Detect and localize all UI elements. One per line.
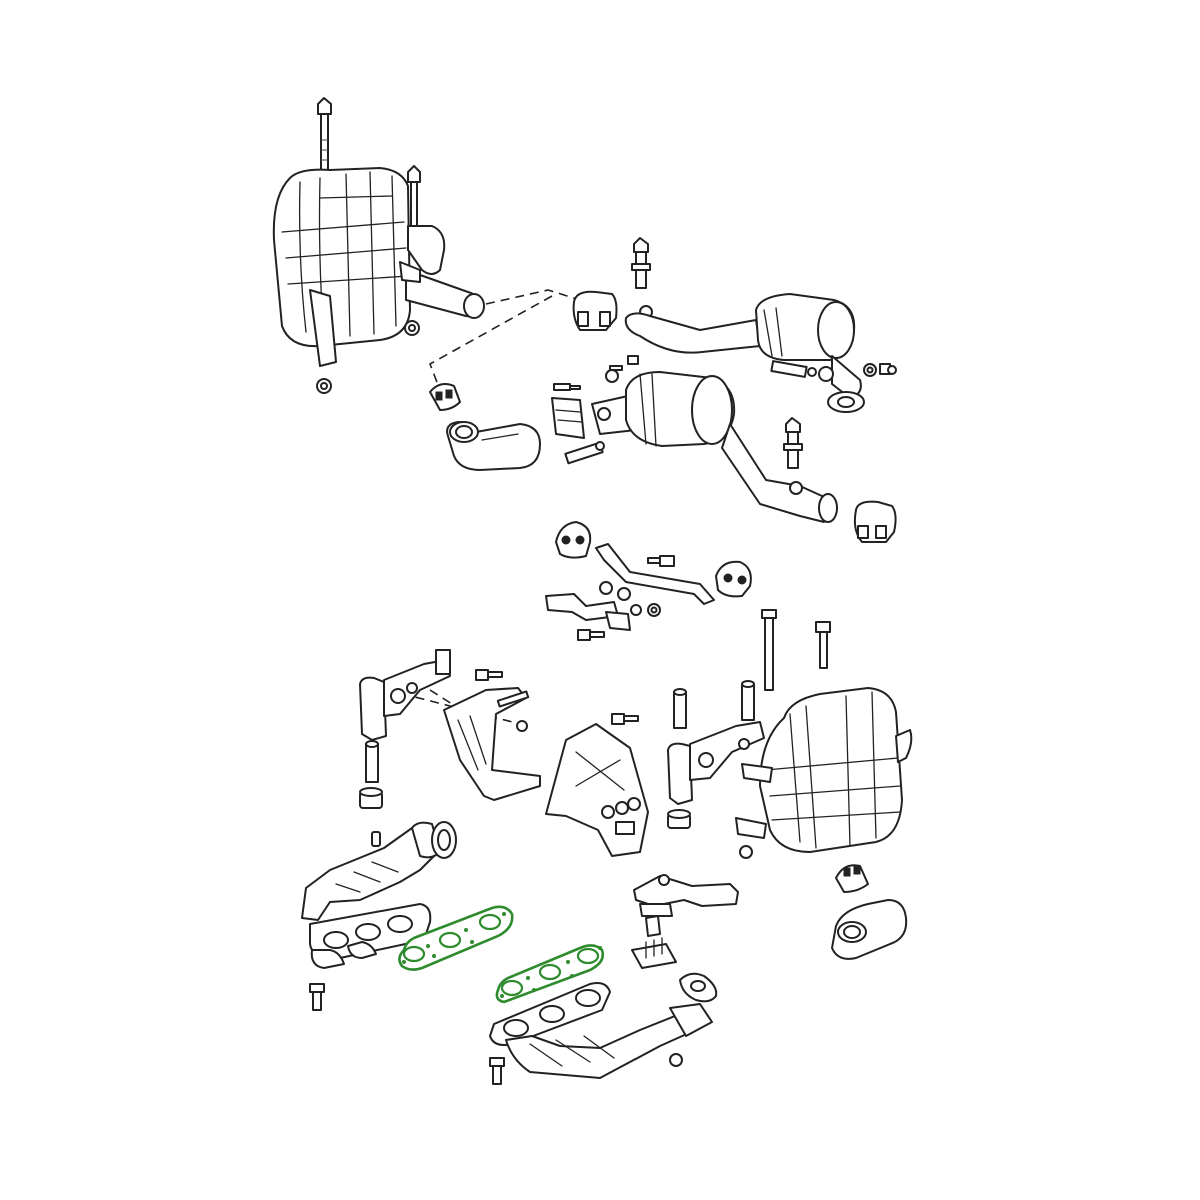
oxygen-sensor-2 (564, 441, 605, 465)
rear-muffler-left (272, 97, 485, 394)
muffler-hanger-right (667, 680, 765, 829)
converter-stud-2 (783, 417, 803, 469)
muffler-nut (404, 320, 420, 336)
rubber-hanger-right (715, 560, 752, 598)
sensor-connector (631, 915, 677, 969)
cross-member-bolt (647, 555, 675, 567)
manifold-stud (371, 831, 381, 847)
hanger-bushing-nut-2 (667, 809, 691, 829)
catalytic-converter-left (551, 355, 897, 543)
support-frame-left (443, 687, 541, 801)
manifold-bolt-2 (489, 1057, 505, 1085)
cross-member-nuts (599, 581, 661, 617)
manifold-flange (679, 972, 718, 1003)
converter-flange (827, 391, 865, 413)
muffler-nut-2 (316, 378, 332, 394)
muffler-mount-stud-2 (407, 165, 421, 235)
pipe-clamp-2 (853, 500, 897, 543)
rear-muffler-right (735, 609, 913, 859)
pipe-clamp (572, 290, 618, 331)
catalytic-converter-right (572, 237, 897, 413)
pipe-clamp-left (429, 383, 461, 411)
hanger-bushing (365, 740, 379, 783)
cross-member-bolt-2 (577, 629, 605, 641)
cross-member-bracket (545, 521, 752, 641)
exhaust-manifold-right (489, 972, 718, 1085)
muffler-long-bolt (761, 609, 777, 691)
tailpipe-adapter-left (446, 421, 541, 471)
manifold-bolt (309, 983, 325, 1011)
muffler-short-bolt (815, 621, 831, 669)
exhaust-manifold-left (301, 821, 457, 1011)
hanger-bushing-nut (359, 787, 383, 809)
washer-nut-set (818, 363, 897, 382)
hanger-bolt (475, 669, 503, 681)
muffler-hanger-left (359, 649, 503, 809)
manifold-flange-gasket (431, 821, 457, 859)
assembly-dashed-lines (371, 289, 581, 727)
converter-bolts (553, 355, 639, 391)
frame-bolt (611, 713, 639, 725)
pipe-clamp-right (835, 864, 869, 893)
heat-shield-bracket (633, 874, 739, 917)
converter-mount-bracket (551, 397, 585, 439)
oxygen-sensor (770, 360, 817, 378)
tailpipe-adapter-right (831, 899, 908, 960)
rubber-hanger-left (555, 521, 592, 559)
support-frame-center (545, 713, 649, 857)
exhaust-manifold-gasket (398, 905, 514, 971)
muffler-mount-stud (317, 97, 332, 181)
exhaust-manifold-gasket (495, 944, 605, 1004)
converter-stud (631, 237, 651, 289)
